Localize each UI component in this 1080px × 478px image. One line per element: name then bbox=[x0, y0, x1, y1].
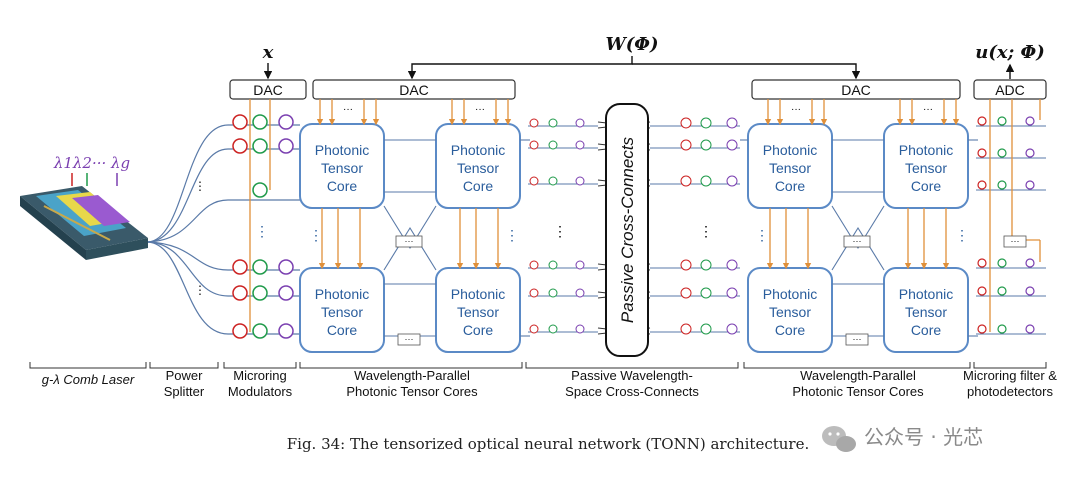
svg-text:Core: Core bbox=[775, 322, 806, 338]
filter-stack-mid-2 bbox=[650, 259, 740, 335]
svg-text:Tensor: Tensor bbox=[769, 304, 811, 320]
section-label-detectors-1: Microring filter & bbox=[963, 368, 1057, 383]
filter-photodetectors: ··· bbox=[976, 99, 1046, 335]
svg-text:···: ··· bbox=[923, 104, 933, 115]
svg-text:Photonic: Photonic bbox=[315, 286, 369, 302]
filter-stack-left-1 bbox=[528, 118, 598, 186]
wavelength-filter-arrays: ⋮ ⋮ bbox=[528, 117, 740, 335]
modulator-row-4 bbox=[228, 259, 300, 275]
modulator-row-3 bbox=[228, 182, 300, 201]
svg-text:···: ··· bbox=[853, 334, 862, 344]
input-x-label: x bbox=[262, 42, 274, 63]
photonic-core-7 bbox=[747, 267, 833, 353]
svg-text:Photonic: Photonic bbox=[315, 142, 369, 158]
svg-text:Photonic: Photonic bbox=[763, 142, 817, 158]
splitter-dots-2: ⋮ bbox=[194, 283, 206, 297]
weights-label: W(Φ) bbox=[606, 34, 659, 55]
section-label-cores-right-1: Wavelength-Parallel bbox=[800, 368, 916, 383]
svg-text:···: ··· bbox=[791, 104, 801, 115]
svg-text:···: ··· bbox=[343, 104, 353, 115]
section-label-modulators-2: Modulators bbox=[228, 384, 293, 399]
svg-text:···: ··· bbox=[405, 334, 414, 344]
svg-text:Core: Core bbox=[911, 178, 942, 194]
modulator-row-6 bbox=[228, 323, 300, 339]
svg-text:Core: Core bbox=[327, 322, 358, 338]
passive-cross-connects: Passive Cross-Connects bbox=[597, 103, 651, 357]
section-label-crossconnect-1: Passive Wavelength- bbox=[571, 368, 693, 383]
svg-text:Photonic: Photonic bbox=[899, 142, 953, 158]
photonic-core-6 bbox=[883, 123, 969, 209]
section-label-crossconnect-2: Space Cross-Connects bbox=[565, 384, 699, 399]
svg-text:Tensor: Tensor bbox=[769, 160, 811, 176]
svg-text:Photonic: Photonic bbox=[451, 142, 505, 158]
svg-text:···: ··· bbox=[853, 236, 862, 246]
section-label-splitter-2: Splitter bbox=[164, 384, 205, 399]
svg-text:⋮: ⋮ bbox=[955, 227, 969, 243]
photonic-core-3 bbox=[299, 267, 385, 353]
photonic-core-5 bbox=[747, 123, 833, 209]
svg-text:Tensor: Tensor bbox=[457, 160, 499, 176]
wavelength-arrows bbox=[71, 173, 118, 186]
core-group-left: Photonic Tensor Core Photonic Tensor Cor… bbox=[299, 99, 530, 353]
adc-bus bbox=[973, 79, 1047, 100]
svg-text:⋮: ⋮ bbox=[755, 227, 769, 243]
svg-text:Tensor: Tensor bbox=[321, 160, 363, 176]
svg-text:Core: Core bbox=[911, 322, 942, 338]
svg-text:⋮: ⋮ bbox=[255, 223, 269, 239]
section-label-detectors-2: photodetectors bbox=[967, 384, 1054, 399]
watermark-text: 公众号 · 光芯 bbox=[864, 425, 983, 449]
svg-text:⋮: ⋮ bbox=[553, 223, 567, 239]
svg-text:Tensor: Tensor bbox=[905, 304, 947, 320]
section-label-splitter-1: Power bbox=[166, 368, 204, 383]
output-u-label: u(x; Φ) bbox=[975, 42, 1044, 63]
figure-caption: Fig. 34: The tensorized optical neural n… bbox=[287, 435, 810, 453]
dac-bus-cores-right-label: DAC bbox=[841, 82, 871, 98]
section-brackets bbox=[29, 362, 1047, 369]
filter-stack-left-2 bbox=[528, 260, 598, 334]
svg-text:⋮: ⋮ bbox=[505, 227, 519, 243]
dac-bus-cores-right bbox=[751, 79, 961, 100]
svg-text:Core: Core bbox=[775, 178, 806, 194]
section-label-cores-right-2: Photonic Tensor Cores bbox=[792, 384, 924, 399]
photonic-core-2 bbox=[435, 123, 521, 209]
adc-bus-label: ADC bbox=[995, 82, 1025, 98]
svg-text:Core: Core bbox=[463, 178, 494, 194]
svg-text:···: ··· bbox=[1011, 236, 1020, 246]
modulator-row-5 bbox=[228, 285, 300, 301]
cross-connect-label: Passive Cross-Connects bbox=[618, 136, 637, 323]
section-label-cores-left-1: Wavelength-Parallel bbox=[354, 368, 470, 383]
laser-wavelength-label: λ1λ2··· λg bbox=[53, 154, 130, 172]
core-group-right: Photonic Tensor Core Photonic Tensor Cor… bbox=[740, 99, 978, 353]
svg-text:Tensor: Tensor bbox=[905, 160, 947, 176]
svg-text:···: ··· bbox=[475, 104, 485, 115]
modulator-row-1 bbox=[228, 114, 300, 130]
svg-text:Core: Core bbox=[327, 178, 358, 194]
cross-connect-block bbox=[605, 103, 649, 357]
section-label-laser: g-λ Comb Laser bbox=[42, 372, 135, 387]
laser-chip-icon bbox=[20, 186, 148, 260]
svg-text:Tensor: Tensor bbox=[457, 304, 499, 320]
section-label-cores-left-2: Photonic Tensor Cores bbox=[346, 384, 478, 399]
filter-stack-mid-1 bbox=[650, 117, 740, 187]
wechat-icon bbox=[822, 426, 856, 452]
section-label-modulators-1: Microring bbox=[233, 368, 286, 383]
splitter-dots: ⋮ bbox=[194, 179, 206, 193]
svg-text:⋮: ⋮ bbox=[309, 227, 323, 243]
svg-text:Photonic: Photonic bbox=[763, 286, 817, 302]
photonic-core-1 bbox=[299, 123, 385, 209]
svg-text:Photonic: Photonic bbox=[899, 286, 953, 302]
dac-bus-modulators bbox=[229, 79, 307, 100]
svg-text:···: ··· bbox=[405, 236, 414, 246]
dac-bus-cores-left bbox=[312, 79, 516, 100]
modulator-row-2 bbox=[228, 138, 300, 154]
microring-modulators: ⋮ bbox=[228, 99, 300, 339]
power-splitter bbox=[147, 124, 229, 335]
dac-bus-modulators-label: DAC bbox=[253, 82, 283, 98]
dac-bus-cores-left-label: DAC bbox=[399, 82, 429, 98]
svg-text:Tensor: Tensor bbox=[321, 304, 363, 320]
svg-text:⋮: ⋮ bbox=[699, 223, 713, 239]
svg-text:Core: Core bbox=[463, 322, 494, 338]
svg-text:Photonic: Photonic bbox=[451, 286, 505, 302]
